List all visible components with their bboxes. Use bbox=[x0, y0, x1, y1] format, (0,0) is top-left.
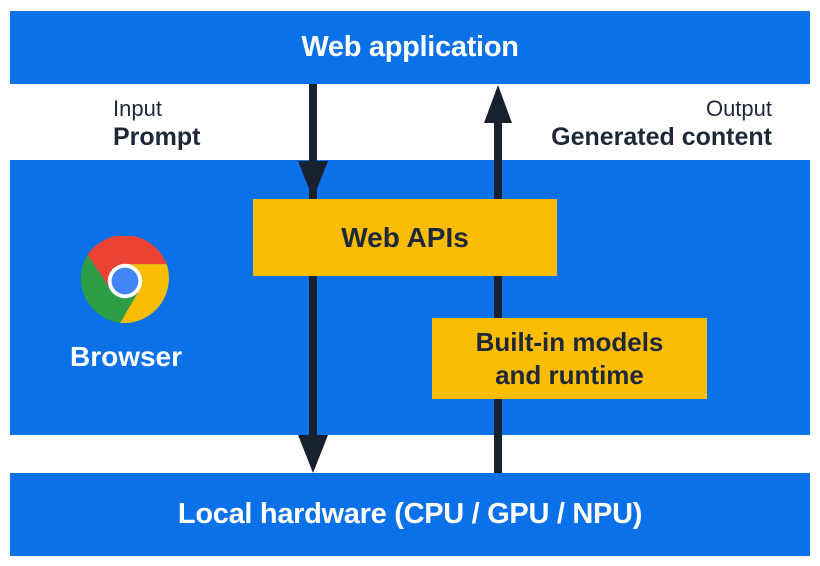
browser-label: Browser bbox=[69, 341, 183, 372]
builtin-models-label-line1: Built-in models bbox=[475, 326, 664, 357]
web-application-label: Web application bbox=[301, 31, 519, 63]
output-title: Output bbox=[705, 96, 772, 121]
output-flow-label: Output Generated content bbox=[551, 95, 772, 152]
input-title: Input bbox=[113, 96, 162, 121]
input-arrowhead-hardware bbox=[298, 435, 328, 473]
chrome-logo-icon bbox=[80, 236, 169, 324]
output-arrowhead-web-application bbox=[484, 85, 512, 123]
web-apis-box: Web APIs bbox=[253, 199, 557, 276]
local-hardware-band: Local hardware (CPU / GPU / NPU) bbox=[10, 473, 810, 556]
input-flow-label: Input Prompt bbox=[113, 95, 201, 152]
builtin-models-box: Built-in models and runtime bbox=[432, 318, 707, 399]
web-application-band: Web application bbox=[10, 11, 810, 84]
local-hardware-label: Local hardware (CPU / GPU / NPU) bbox=[177, 498, 643, 530]
output-arrow-shaft bbox=[494, 122, 502, 473]
output-value: Generated content bbox=[551, 123, 772, 151]
input-arrowhead-web-apis bbox=[298, 161, 328, 199]
input-value: Prompt bbox=[113, 123, 201, 151]
web-apis-label: Web APIs bbox=[341, 221, 469, 253]
builtin-models-label-line2: and runtime bbox=[495, 359, 644, 390]
